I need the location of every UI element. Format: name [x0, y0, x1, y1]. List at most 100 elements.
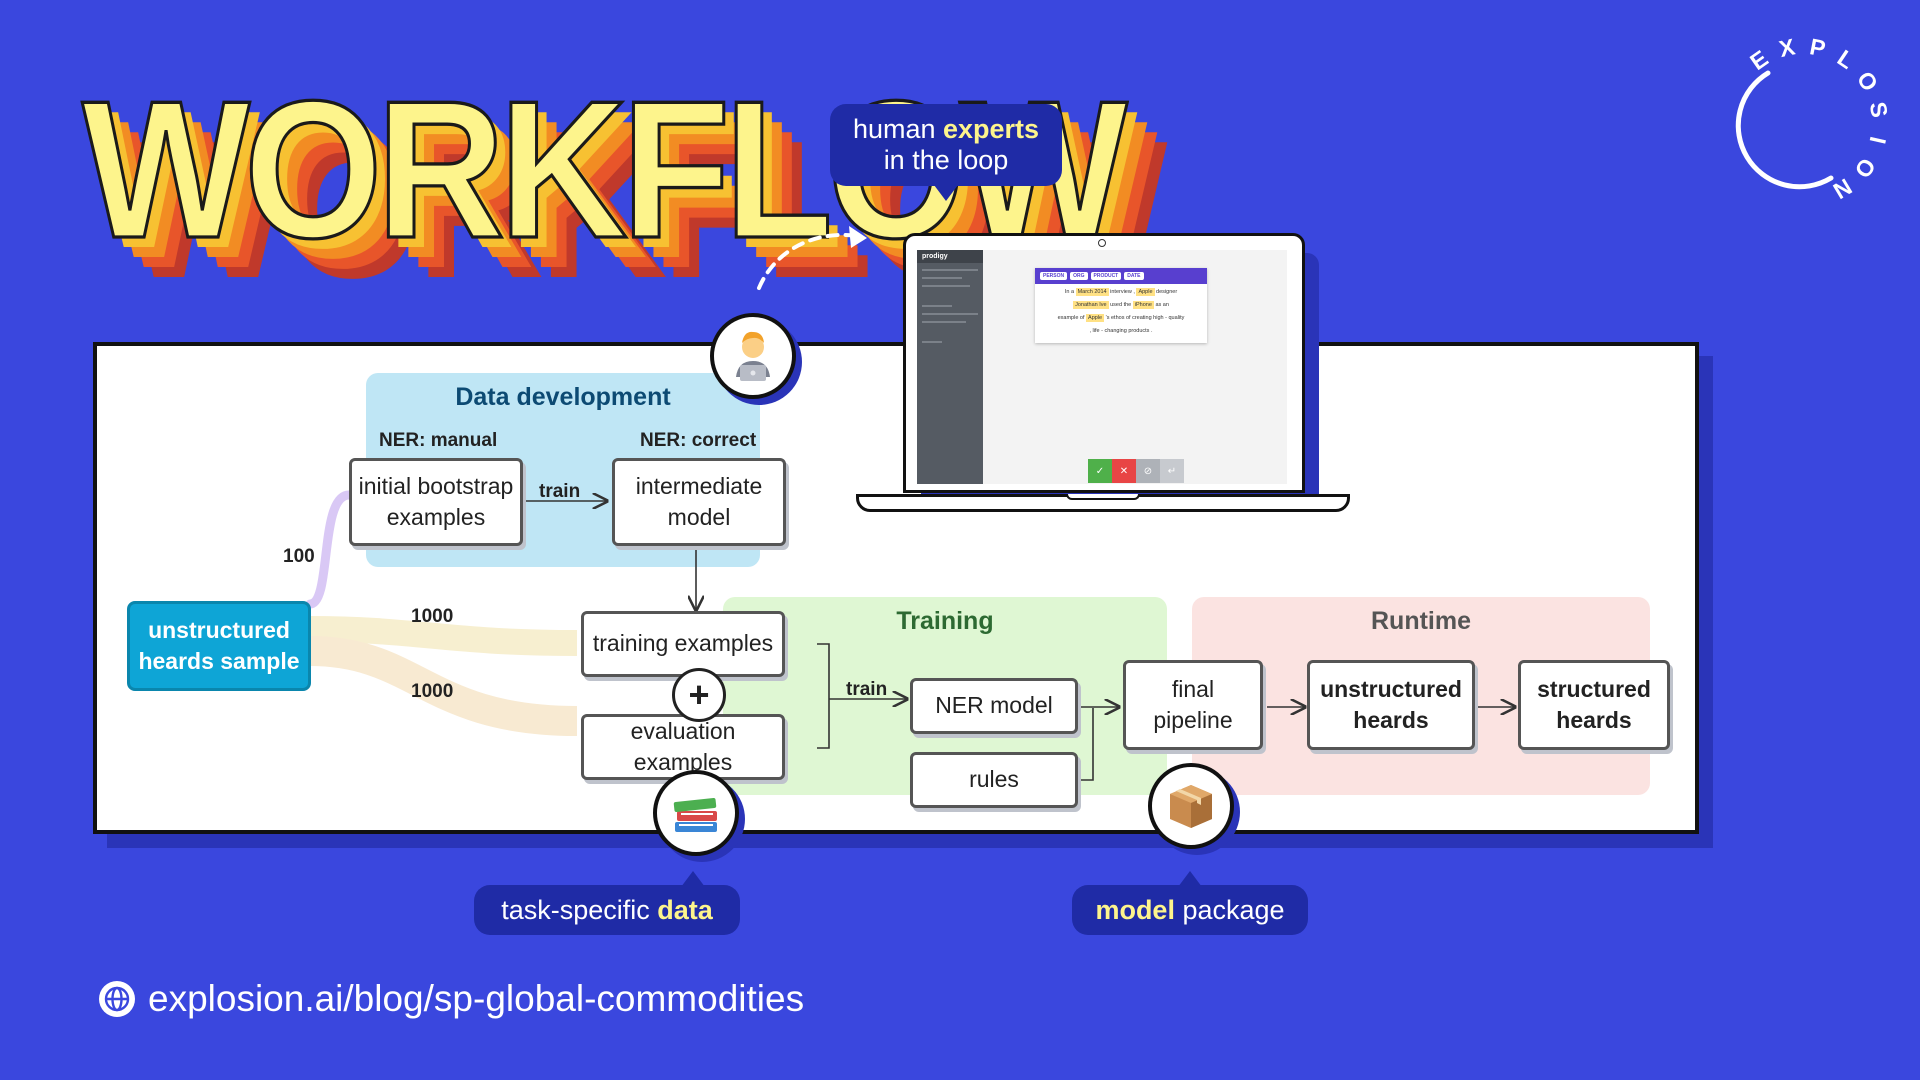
- zone-title: Runtime: [1371, 607, 1471, 635]
- ignore-button[interactable]: ⊘: [1136, 459, 1160, 483]
- entity-org: Apple: [1086, 314, 1105, 322]
- zone-title: Training: [896, 607, 994, 635]
- sidebar-lines: [922, 277, 962, 279]
- text-span: example of: [1057, 315, 1085, 321]
- books-icon: [673, 798, 717, 832]
- expert-icon-circle: [710, 313, 796, 399]
- node-text: model: [667, 504, 731, 530]
- node-text: heards: [1556, 707, 1632, 733]
- label-bar: PERSON ORG PRODUCT DATE: [1035, 268, 1207, 284]
- connectors: [305, 490, 1695, 781]
- node-text: intermediate: [635, 472, 763, 499]
- sidebar-lines: [922, 285, 970, 287]
- text-span: used the: [1110, 302, 1132, 308]
- text-span: as an: [1155, 302, 1169, 308]
- node-text: unstructured: [1320, 675, 1462, 702]
- logo-letter: O: [1849, 153, 1881, 183]
- package-icon-circle: [1148, 763, 1234, 849]
- reject-button[interactable]: ✕: [1112, 459, 1136, 483]
- callout-text: task-specific: [501, 894, 658, 925]
- logo-letter: O: [1852, 67, 1884, 96]
- callout-highlight: model: [1095, 894, 1175, 925]
- plus-symbol: +: [688, 674, 710, 715]
- node-text: unstructured: [148, 616, 290, 643]
- merge-bracket: [817, 643, 830, 749]
- screen-area: prodigy PERSON ORG PRODUCT DATE In a Mar…: [917, 250, 1287, 484]
- callout-pointer: [1178, 871, 1202, 887]
- logo-letter: P: [1808, 38, 1828, 62]
- human-experts-callout: human experts in the loop: [830, 104, 1062, 186]
- train-label: train: [539, 481, 581, 502]
- flow-band-100: [305, 490, 354, 609]
- label-chip[interactable]: PRODUCT: [1090, 272, 1122, 280]
- text-span: interview ,: [1110, 289, 1135, 295]
- bootstrap-examples-node: initial bootstrap examples: [349, 458, 523, 546]
- logo-letter: S: [1865, 100, 1888, 120]
- node-text: heards sample: [138, 648, 300, 674]
- action-buttons: ✓ ✕ ⊘ ↵: [1088, 459, 1184, 483]
- person-laptop-icon: [736, 331, 770, 381]
- rules-node: rules: [910, 752, 1078, 808]
- app-name: prodigy: [917, 250, 983, 263]
- node-text: examples: [386, 504, 486, 530]
- annotation-text: In a March 2014 interview , Apple design…: [1035, 284, 1207, 338]
- training-examples-node: training examples: [581, 611, 785, 677]
- node-text: pipeline: [1153, 707, 1233, 733]
- ner-manual-label: NER: manual: [379, 430, 498, 451]
- prodigy-sidebar: prodigy: [917, 250, 983, 484]
- node-text: initial bootstrap: [358, 472, 514, 499]
- callout-pointer: [934, 185, 958, 201]
- label-chip[interactable]: DATE: [1124, 272, 1144, 280]
- logo-letter: I: [1865, 134, 1888, 146]
- workflow-panel: Data development Training Runtime NER: m…: [93, 342, 1699, 834]
- count-label-100: 100: [283, 546, 315, 567]
- label-chip[interactable]: PERSON: [1040, 272, 1068, 280]
- callout-text-line2: in the loop: [883, 145, 1009, 175]
- text-span: In a: [1064, 289, 1075, 295]
- accept-button[interactable]: ✓: [1088, 459, 1112, 483]
- footer-link[interactable]: explosion.ai/blog/sp-global-commodities: [98, 978, 804, 1020]
- entity-date: March 2014: [1075, 288, 1109, 296]
- sidebar-lines: [922, 269, 978, 271]
- entity-org: Apple: [1136, 288, 1155, 296]
- callout-highlight: data: [657, 894, 713, 925]
- globe-icon: [99, 981, 135, 1017]
- zone-title: Data development: [455, 383, 671, 411]
- dashed-arrow: [757, 226, 867, 290]
- undo-button[interactable]: ↵: [1160, 459, 1184, 483]
- callout-pointer: [681, 871, 705, 887]
- node-text: heards: [1353, 707, 1429, 733]
- books-icon-circle: [653, 770, 739, 856]
- flow-band-evaluation: [309, 636, 578, 736]
- node-text: training examples: [592, 630, 774, 657]
- sidebar-lines: [922, 321, 966, 323]
- laptop-screen: prodigy PERSON ORG PRODUCT DATE In a Mar…: [903, 233, 1305, 493]
- text-span: 's ethos of creating high - quality: [1105, 315, 1185, 321]
- node-text: rules: [969, 766, 1019, 793]
- callout-text: human: [852, 113, 943, 144]
- sidebar-lines: [922, 305, 952, 307]
- source-node: unstructured heards sample: [127, 601, 311, 691]
- footer-url: explosion.ai/blog/sp-global-commodities: [148, 978, 805, 1019]
- title: WORKFLOW WORKFLOW WORKFLOW WORKFLOW WORK…: [80, 70, 1167, 312]
- count-label-evaluation: 1000: [411, 681, 454, 702]
- model-package-callout: model package: [1072, 885, 1308, 935]
- laptop-notch: [1066, 494, 1140, 500]
- ner-correct-label: NER: correct: [640, 430, 757, 451]
- entity-product: iPhone: [1132, 301, 1154, 309]
- callout-highlight: experts: [943, 113, 1040, 144]
- entity-person: Jonathan Ive: [1073, 301, 1109, 309]
- sidebar-lines: [922, 341, 942, 343]
- unstructured-heards-node: unstructured heards: [1307, 660, 1475, 750]
- node-text: evaluation examples: [630, 717, 736, 775]
- task-data-callout: task-specific data: [474, 885, 740, 935]
- node-text: NER model: [935, 692, 1053, 719]
- intermediate-model-node: intermediate model: [612, 458, 786, 546]
- ner-model-node: NER model: [910, 678, 1078, 734]
- evaluation-examples-node: evaluation examples: [581, 714, 785, 780]
- label-chip[interactable]: ORG: [1070, 272, 1088, 280]
- callout-text: package: [1174, 894, 1285, 925]
